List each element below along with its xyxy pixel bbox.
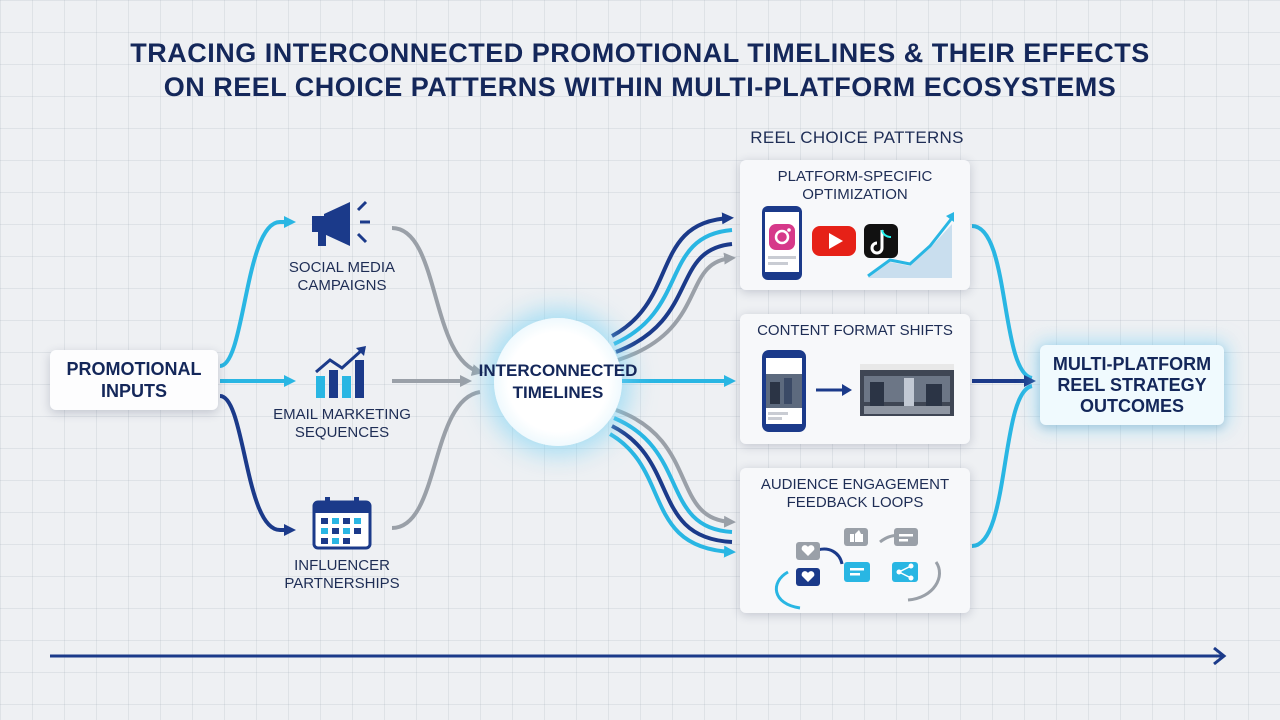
bar-chart-icon <box>312 346 372 400</box>
panel1-title: PLATFORM-SPECIFIC OPTIMIZATION <box>740 168 970 204</box>
input-influencer-line-1: INFLUENCER <box>294 557 390 574</box>
panel2-title-line-1: CONTENT FORMAT SHIFTS <box>757 322 953 339</box>
panel1-title-line-2: OPTIMIZATION <box>802 186 908 203</box>
outcomes-box: MULTI-PLATFORM REEL STRATEGY OUTCOMES <box>1040 345 1224 425</box>
hub-line-1: INTERCONNECTED <box>478 361 638 380</box>
calendar-icon <box>312 496 372 550</box>
panel3-title-line-1: AUDIENCE ENGAGEMENT <box>760 476 950 493</box>
share-icon <box>892 562 918 582</box>
panel1-title-line-1: PLATFORM-SPECIFIC <box>777 168 933 185</box>
flow-promo-to-social <box>219 216 296 368</box>
hub-line-2: TIMELINES <box>512 383 604 402</box>
page-title: TRACING INTERCONNECTED PROMOTIONAL TIMEL… <box>40 36 1240 104</box>
timeline-axis <box>50 646 1227 666</box>
flow-hub-to-panel1-b <box>613 228 733 346</box>
instagram-icon <box>762 206 802 280</box>
interconnected-timelines-hub: INTERCONNECTED TIMELINES <box>479 318 637 446</box>
input-influencer-line-2: PARTNERSHIPS <box>284 575 400 592</box>
flow-hub-to-panel3-a <box>615 408 736 528</box>
reel-choice-patterns-title: REEL CHOICE PATTERNS <box>750 128 964 147</box>
comment-icon <box>844 528 918 582</box>
panel-content-format-shifts: CONTENT FORMAT SHIFTS <box>740 314 970 444</box>
growth-chart-icon <box>867 212 954 278</box>
youtube-icon <box>812 226 856 256</box>
flow-hub-to-panel3-d <box>608 432 736 558</box>
flow-hub-to-panel3-c <box>611 424 733 544</box>
title-line-2: ON REEL CHOICE PATTERNS WITHIN MULTI-PLA… <box>163 72 1117 102</box>
panel2-title: CONTENT FORMAT SHIFTS <box>740 322 970 340</box>
panel-audience-feedback: AUDIENCE ENGAGEMENT FEEDBACK LOOPS <box>740 468 970 613</box>
promotional-inputs-line-1: PROMOTIONAL <box>66 359 202 379</box>
input-label-social: SOCIAL MEDIA CAMPAIGNS <box>262 259 422 295</box>
flow-hub-to-panel1-a <box>611 212 734 338</box>
heart-icon <box>796 542 820 586</box>
title-line-1: TRACING INTERCONNECTED PROMOTIONAL TIMEL… <box>130 38 1150 68</box>
flow-promo-to-influencer <box>219 394 296 536</box>
flow-hub-to-panel1-c <box>615 242 733 354</box>
horizontal-video-icon <box>860 364 954 416</box>
flow-social-to-hub <box>391 226 484 376</box>
input-email-line-2: SEQUENCES <box>294 424 390 441</box>
panel-platform-optimization: PLATFORM-SPECIFIC OPTIMIZATION <box>740 160 970 290</box>
panel3-title: AUDIENCE ENGAGEMENT FEEDBACK LOOPS <box>740 476 970 512</box>
outcome-line-2: REEL STRATEGY <box>1057 374 1207 395</box>
panel3-title-line-2: FEEDBACK LOOPS <box>786 494 924 511</box>
megaphone-icon <box>306 196 374 252</box>
input-social-line-1: SOCIAL MEDIA <box>288 259 396 276</box>
input-email-line-1: EMAIL MARKETING <box>273 406 411 423</box>
flow-panel3-to-outcome <box>971 384 1033 548</box>
arrow-icon <box>816 384 852 396</box>
vertical-video-icon <box>762 350 806 432</box>
input-label-email: EMAIL MARKETING SEQUENCES <box>262 406 422 442</box>
outcome-line-1: MULTI-PLATFORM <box>1052 353 1212 374</box>
input-label-influencer: INFLUENCER PARTNERSHIPS <box>262 557 422 593</box>
flow-hub-to-panel1-d <box>617 252 736 362</box>
promotional-inputs-line-2: INPUTS <box>100 381 167 401</box>
flow-panel1-to-outcome <box>971 224 1033 380</box>
flow-influencer-to-hub <box>391 390 481 530</box>
outcome-line-3: OUTCOMES <box>1079 395 1184 416</box>
flow-hub-to-panel3-b <box>613 416 733 534</box>
tiktok-icon <box>864 224 898 258</box>
input-social-line-2: CAMPAIGNS <box>297 277 387 294</box>
like-icon <box>844 528 868 546</box>
promotional-inputs-box: PROMOTIONAL INPUTS <box>50 350 218 410</box>
